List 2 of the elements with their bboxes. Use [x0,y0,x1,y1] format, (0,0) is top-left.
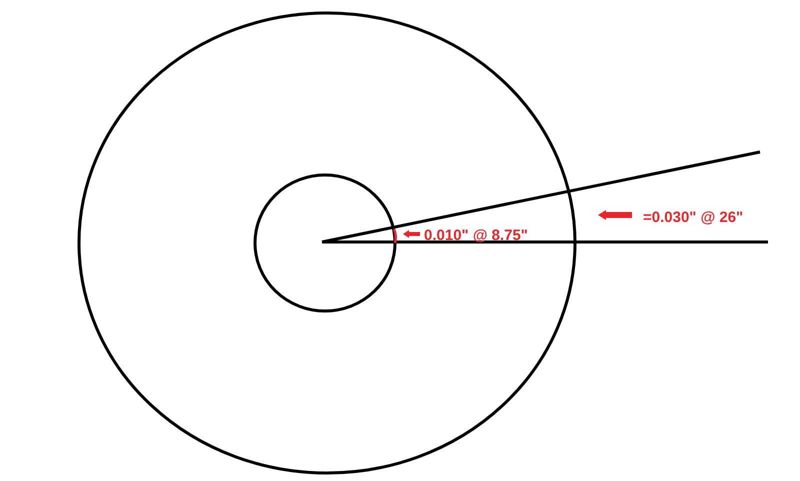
measurement-label: =0.030" @ 26" [643,210,744,225]
measurement-label: 0.010" @ 8.75" [424,228,528,243]
